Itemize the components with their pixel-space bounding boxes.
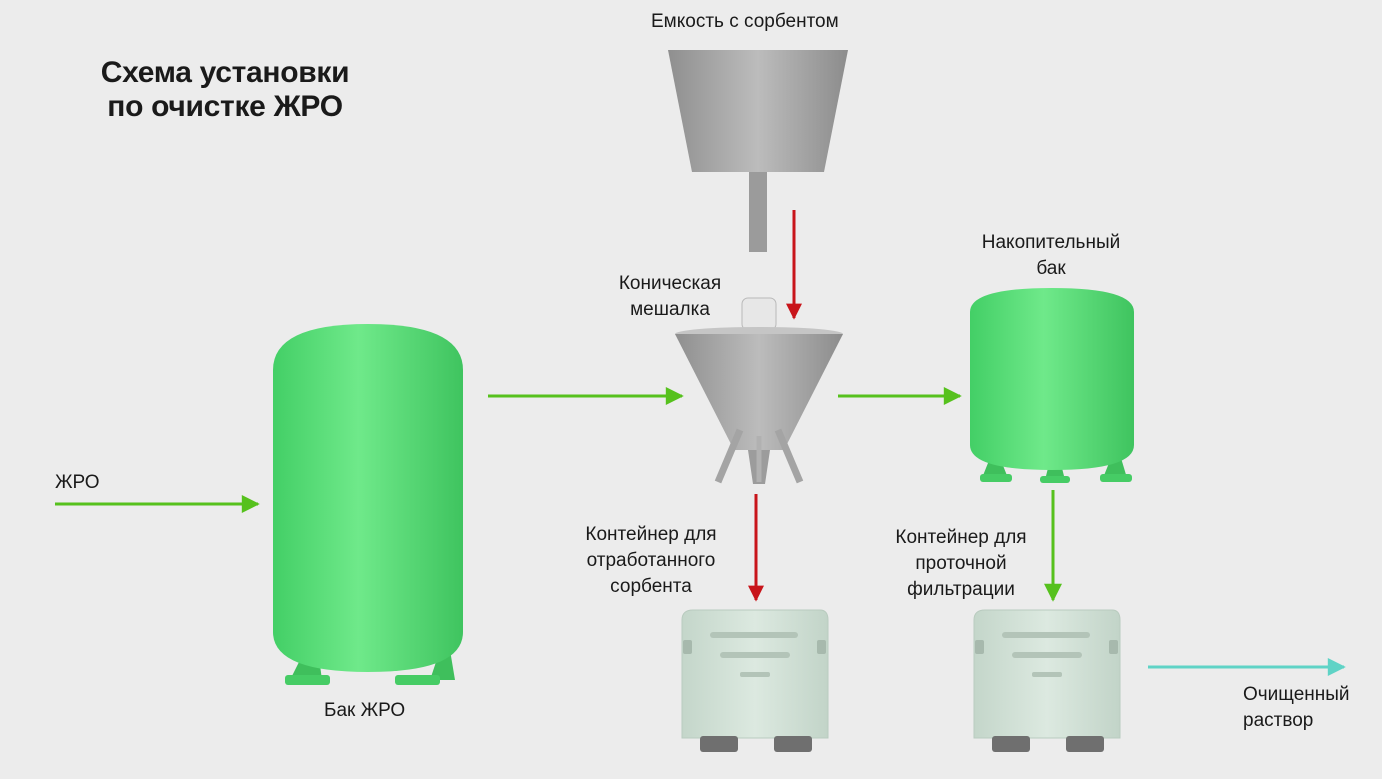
output-label-line-2: раствор (1243, 710, 1314, 731)
flow-filtration-container (973, 609, 1121, 752)
diagram-title: Схема установки по очистке ЖРО (60, 56, 390, 124)
flow-container-label-line-3: фильтрации (907, 579, 1015, 600)
mixer-label: Коническая мешалка (600, 271, 740, 323)
title-line-1: Схема установки (100, 56, 350, 89)
conical-mixer (675, 297, 843, 484)
input-label: ЖРО (55, 472, 100, 493)
storage-tank-label-line-1: Накопительный (981, 232, 1121, 253)
mixer-label-line-1: Коническая (618, 273, 722, 294)
output-label: Очищенный раствор (1243, 682, 1350, 734)
flow-container-label: Контейнер для проточной фильтрации (876, 525, 1046, 603)
lrw-tank (273, 324, 463, 685)
spent-container-label-line-2: отработанного (586, 550, 716, 571)
lrw-tank-label: Бак ЖРО (324, 700, 406, 721)
spent-container-label: Контейнер для отработанного сорбента (566, 522, 736, 600)
output-label-line-1: Очищенный (1243, 684, 1350, 705)
storage-tank-label: Накопительный бак (966, 230, 1136, 282)
flow-container-label-line-2: проточной (915, 553, 1007, 574)
mixer-label-line-2: мешалка (630, 299, 710, 320)
title-line-2: по очистке ЖРО (107, 90, 343, 123)
spent-container-label-line-1: Контейнер для (585, 524, 717, 545)
sorbent-tank-label: Емкость с сорбентом (651, 11, 839, 32)
storage-tank (970, 288, 1134, 483)
sorbent-hopper (668, 50, 848, 252)
flow-container-label-line-1: Контейнер для (895, 527, 1027, 548)
spent-sorbent-container (681, 609, 829, 752)
spent-container-label-line-3: сорбента (610, 576, 692, 597)
storage-tank-label-line-2: бак (1036, 258, 1066, 279)
